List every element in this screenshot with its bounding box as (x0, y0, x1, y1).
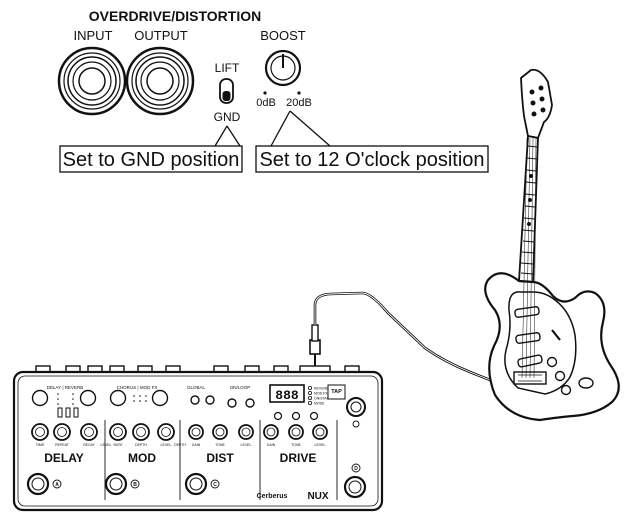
knob[interactable] (80, 423, 98, 441)
tap-led (352, 420, 360, 428)
ground-lift-switch (219, 78, 234, 104)
nux-logo: NUX (307, 491, 328, 502)
panel-button[interactable] (273, 411, 283, 421)
knob-label: GAIN (192, 443, 201, 447)
boost-knob (263, 49, 302, 95)
knob[interactable] (53, 423, 71, 441)
mini-toggle[interactable] (73, 407, 79, 418)
footswitch-b-label: B (133, 482, 137, 488)
boost-label: BOOST (260, 28, 306, 43)
display-digits: 888 (275, 388, 299, 403)
input-label: INPUT (74, 28, 113, 43)
mini-toggle[interactable] (65, 407, 71, 418)
knob-label: DECAY (83, 443, 95, 447)
multi-effect-pedalboard: DELAY | REVERB CHORUS | MOD FX GLOBAL ON… (12, 365, 384, 512)
global-knob[interactable] (205, 395, 215, 405)
knob[interactable] (238, 424, 254, 440)
knob-label: RATE (113, 443, 123, 447)
footswitch-c[interactable]: C (184, 472, 220, 496)
output-jack (125, 46, 195, 116)
knob-label: REPEAT (55, 443, 70, 447)
gnd-label: GND (214, 110, 241, 124)
brand-name: Cerberus (257, 493, 288, 500)
knob-label: LEVEL (241, 443, 252, 447)
loop-knob[interactable] (227, 398, 237, 408)
knob-label: LEVEL (315, 443, 326, 447)
led-label: REVERB (314, 387, 329, 391)
knob[interactable] (109, 423, 127, 441)
knob[interactable] (312, 424, 328, 440)
input-jack (57, 46, 127, 116)
footswitch-a[interactable]: A (26, 472, 62, 496)
gnd-callout: Set to GND position (59, 125, 243, 173)
knob-label: DEPTH (135, 443, 147, 447)
gnd-callout-text: Set to GND position (63, 149, 240, 171)
on-loop-label: ON/LOOP (230, 385, 251, 390)
footswitch-c-label: C (213, 482, 217, 488)
boost-max-label: 20dB (286, 97, 312, 109)
led-label: ON/STAGE (314, 397, 332, 401)
main-knob-row (31, 423, 328, 441)
footswitch-b[interactable]: B (104, 472, 140, 496)
knob[interactable] (132, 423, 150, 441)
knob[interactable] (263, 424, 279, 440)
upper-knob[interactable] (151, 389, 169, 407)
knob-label: GAIN (267, 443, 276, 447)
knob[interactable] (31, 423, 49, 441)
knob[interactable] (157, 423, 175, 441)
tap-panel (327, 384, 346, 400)
section-dist: DIST (206, 451, 234, 465)
boost-callout-text: Set to 12 O'clock position (259, 149, 484, 171)
knob-label: TONE (215, 443, 225, 447)
upper-knob[interactable] (31, 389, 49, 407)
mode-leds: REVERB MOD FX ON/STAGE MODE (307, 385, 332, 406)
knob[interactable] (212, 424, 228, 440)
lift-label: LIFT (215, 61, 240, 75)
section-drive: DRIVE (280, 451, 317, 465)
global-label: GLOBAL (187, 385, 206, 390)
electric-guitar (484, 68, 620, 422)
section-mod: MOD (128, 451, 156, 465)
knob[interactable] (188, 424, 204, 440)
panel-title: OVERDRIVE/DISTORTION (89, 8, 261, 24)
boost-callout: Set to 12 O'clock position (255, 110, 489, 173)
loop-knob[interactable] (245, 398, 255, 408)
chorus-mod-label: CHORUS | MOD FX (117, 385, 158, 390)
output-label: OUTPUT (134, 28, 188, 43)
knob-label: LEVEL (101, 443, 112, 447)
upper-knob[interactable] (109, 389, 127, 407)
upper-knob[interactable] (79, 389, 97, 407)
delay-reverb-label: DELAY | REVERB (47, 385, 84, 390)
footswitch-a-label: A (55, 482, 59, 488)
global-knob[interactable] (190, 395, 200, 405)
led-label: MOD FX (314, 392, 328, 396)
mini-toggle[interactable] (57, 407, 63, 418)
tap-label: TAP (331, 389, 342, 395)
led-label: MODE (314, 402, 325, 406)
knob-label: TIME (36, 443, 45, 447)
knob-label: LEVEL (161, 443, 172, 447)
knob[interactable] (288, 424, 304, 440)
footswitch-d[interactable]: D (343, 463, 367, 499)
boost-min-label: 0dB (256, 97, 276, 109)
overdrive-panel: OVERDRIVE/DISTORTION INPUT OUTPUT BOOST … (57, 8, 312, 124)
section-delay: DELAY (44, 451, 84, 465)
panel-button[interactable] (291, 411, 301, 421)
panel-button[interactable] (309, 411, 319, 421)
led-display (269, 384, 305, 403)
knob-label: TONE (291, 443, 301, 447)
footswitch-d-label: D (354, 466, 358, 472)
